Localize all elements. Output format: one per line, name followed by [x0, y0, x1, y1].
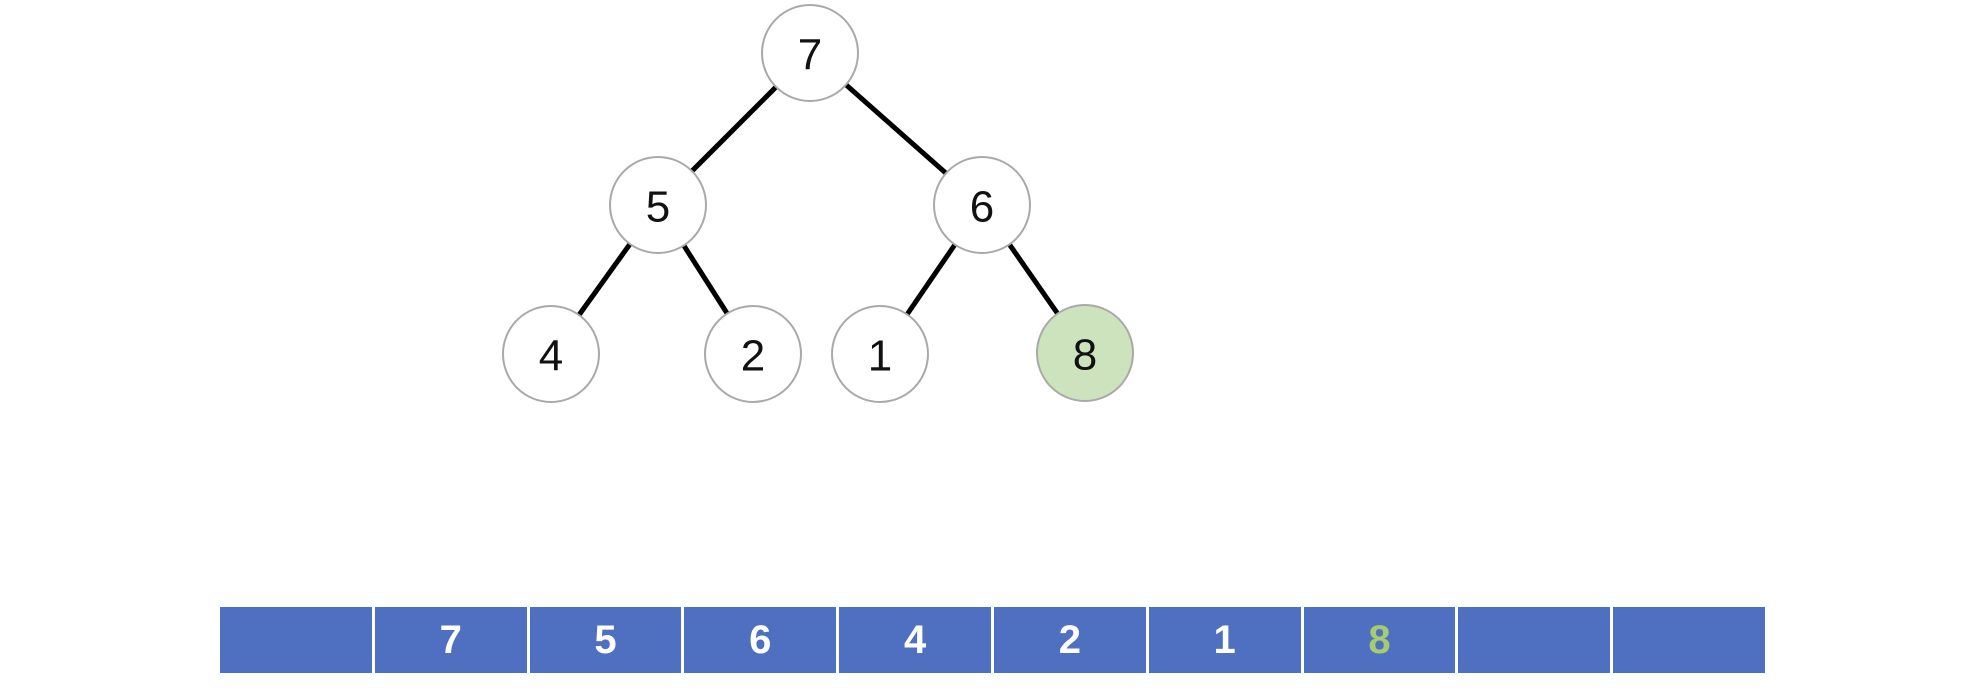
array-cell-value-4: 4 — [903, 618, 927, 662]
tree-node-circle-8[interactable] — [1036, 304, 1134, 402]
tree-node-7[interactable]: 7 — [761, 4, 859, 102]
tree-node-label-4: 4 — [539, 332, 563, 381]
array-cell-7[interactable]: 8 — [1303, 607, 1459, 673]
tree-node-circle-2[interactable] — [704, 305, 802, 403]
array-cell-value-1: 7 — [439, 618, 462, 662]
tree-node-circle-4[interactable] — [502, 305, 600, 403]
array-cell-5[interactable]: 2 — [993, 607, 1149, 673]
tree-node-label-2: 2 — [741, 332, 765, 381]
tree-node-label-5: 5 — [646, 183, 670, 232]
array-cell-1[interactable]: 7 — [374, 607, 530, 673]
tree-node-label-6: 6 — [970, 183, 994, 232]
tree-node-2[interactable]: 2 — [704, 305, 802, 403]
tree-edge-6-1 — [905, 243, 957, 316]
tree-edge-7-5 — [690, 85, 778, 173]
array-cell-value-7: 8 — [1368, 618, 1391, 662]
heap-array-strip: 7 5 6 4 2 1 8 — [220, 607, 1765, 673]
array-cell-3[interactable]: 6 — [684, 607, 840, 673]
array-cell-value-2: 5 — [594, 618, 617, 662]
tree-node-1[interactable]: 1 — [831, 305, 929, 403]
tree-node-circle-6[interactable] — [933, 156, 1031, 254]
tree-node-circle-5[interactable] — [609, 156, 707, 254]
array-cell-9[interactable] — [1613, 607, 1765, 673]
array-cell-4[interactable]: 4 — [839, 607, 994, 673]
tree-node-6[interactable]: 6 — [933, 156, 1031, 254]
tree-node-label-1: 1 — [868, 332, 892, 381]
tree-node-8[interactable]: 8 — [1036, 304, 1134, 402]
array-cell-value-6: 1 — [1213, 618, 1236, 662]
array-cell-8[interactable] — [1458, 607, 1614, 673]
tree-edge-6-8 — [1007, 242, 1060, 316]
tree-node-circle-7[interactable] — [761, 4, 859, 102]
tree-edge-5-2 — [681, 244, 730, 315]
tree-edge-5-4 — [576, 242, 633, 317]
tree-canvas: 7 5 6 4 2 1 8 — [502, 4, 1134, 403]
array-cell-0[interactable] — [220, 607, 375, 673]
tree-node-label-8: 8 — [1073, 331, 1097, 380]
tree-nodes-group: 7 5 6 4 2 1 8 — [502, 4, 1134, 403]
array-cell-value-3: 6 — [749, 618, 772, 662]
tree-edge-7-6 — [844, 82, 948, 176]
tree-node-circle-1[interactable] — [831, 305, 929, 403]
array-cell-value-5: 2 — [1058, 618, 1081, 662]
array-cell-2[interactable]: 5 — [529, 607, 685, 673]
binary-tree-visualization: 7 5 6 4 2 1 8 — [502, 4, 1134, 403]
tree-node-5[interactable]: 5 — [609, 156, 707, 254]
array-cell-6[interactable]: 1 — [1148, 607, 1304, 673]
tree-node-4[interactable]: 4 — [502, 305, 600, 403]
tree-edges-group — [576, 82, 1060, 317]
tree-node-label-7: 7 — [798, 31, 822, 80]
